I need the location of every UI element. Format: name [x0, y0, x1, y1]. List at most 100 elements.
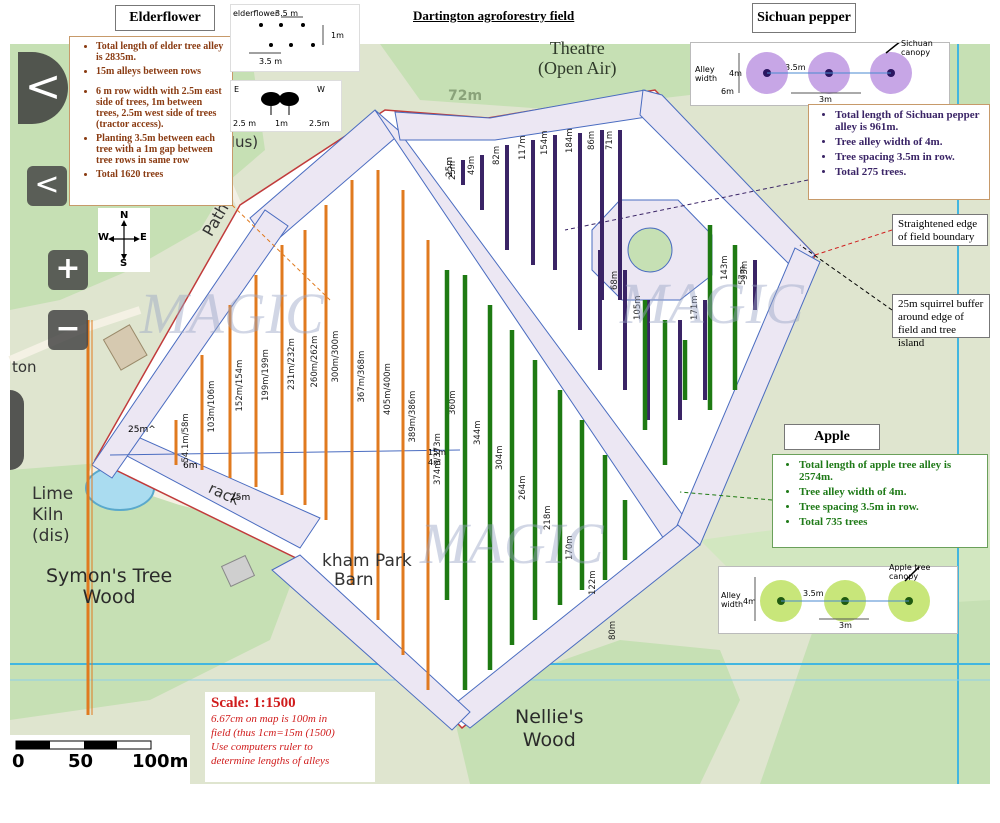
building-barn: [220, 554, 256, 588]
theatre-label: Theatre: [549, 38, 605, 58]
symons-label-2: Wood: [82, 586, 136, 608]
elderflower-west-label: W: [317, 85, 325, 94]
sichuan-canopy-icons: [738, 43, 912, 94]
scale-bar-label-50: 50: [68, 751, 94, 772]
apple-row-label: 122m: [588, 570, 598, 595]
elderflower-row-label: 54.1m/58m: [181, 413, 191, 462]
sichuan-bullet: Tree alley width of 4m.: [835, 136, 983, 148]
scale-bar-label-100: 100m: [132, 751, 189, 772]
sichuan-row-label: 82m: [492, 146, 502, 165]
sichuan-row-east-label: 57m: [738, 266, 748, 285]
scale-line: 6.67cm on map is 100m in: [211, 713, 328, 725]
magic-watermark-1: MAGIC: [140, 281, 324, 346]
sichuan-row-label: 25m: [448, 161, 458, 180]
sichuan-alley-label: Alley width: [695, 65, 718, 83]
apple-callout-arrow: [679, 491, 773, 501]
map-nav-button[interactable]: <: [27, 166, 67, 206]
apple-bullet: Tree spacing 3.5m in row.: [799, 501, 981, 513]
elderflower-row-label: 374m/373m: [433, 433, 443, 485]
zoom-in-button[interactable]: +: [48, 250, 88, 290]
sichuan-spacing-label: 3.5m: [785, 63, 806, 72]
zoom-out-button[interactable]: −: [48, 310, 88, 350]
elderflower-spacing-diagram: elderflower 3.5 m 1m 3.5 m: [230, 4, 360, 72]
apple-row-label: 344m: [473, 420, 483, 445]
elderflower-spacing-top: 3.5 m: [275, 9, 299, 18]
apple-width-label: 4m: [743, 597, 756, 606]
buffer-callout-arrow: [799, 244, 893, 311]
squirrel-buffer-note: 25m squirrel buffer around edge of field…: [892, 294, 990, 349]
elderflower-row-label: 152m/154m: [235, 360, 245, 412]
compass: N S E W: [98, 208, 150, 272]
buffer-label-25a: 25m^: [128, 425, 156, 435]
elderflower-diagram-title: elderflower: [233, 9, 279, 18]
apple-row-label: 264m: [518, 475, 528, 500]
compass-arrows-icon: [108, 220, 140, 260]
sichuan-bullet: Total length of Sichuan pepper alley is …: [835, 109, 983, 133]
scale-line: Use computers ruler to: [211, 741, 313, 753]
map-side-handle[interactable]: [10, 390, 24, 470]
sichuan-row-label: 105m: [633, 295, 643, 320]
scale-line: determine lengths of alleys: [211, 755, 330, 767]
elderflower-bullet: Planting 3.5m between each tree with a 1…: [96, 133, 226, 166]
elderflower-dots: [249, 16, 324, 54]
park-barn-label-2: Barn: [334, 570, 374, 590]
buffer-label-4: 4m: [428, 458, 441, 467]
squirrel-buffer: [91, 89, 821, 731]
elderflower-header: Elderflower: [115, 5, 215, 31]
scale-line: field (thus 1cm=15m (1500): [211, 727, 335, 739]
apple-diagram: Apple tree canopy Alley width 4m 3.5m 3m: [718, 563, 958, 634]
straightened-callout-arrow: [814, 229, 893, 256]
sichuan-width-label: 4m: [729, 69, 742, 78]
magic-watermark-3: MAGIC: [420, 511, 604, 576]
compass-east: E: [140, 232, 147, 243]
apple-row-label: 360m: [448, 390, 458, 415]
elder-callout-arrow: [231, 204, 331, 301]
apple-row-label: 304m: [495, 445, 505, 470]
sichuan-diagram: Sichuan canopy Alley width 4m 6m 3.5m 3m: [690, 39, 950, 106]
apple-bullet: Tree alley width of 4m.: [799, 486, 981, 498]
lime-kiln-label: Lime: [32, 484, 74, 504]
sichuan-row-label: 68m: [610, 271, 620, 290]
apple-alley-label: Alley width: [721, 591, 744, 609]
buffer-label-25b: 25m: [230, 493, 251, 503]
woodland-se: [760, 600, 990, 784]
scale-box: Scale: 1:1500 6.67cm on map is 100m in f…: [205, 692, 375, 782]
apple-header: Apple: [784, 424, 880, 450]
symons-label: Symon's Tree: [46, 565, 173, 587]
scale-bar-graphic: [15, 740, 152, 750]
apple-legend: Total length of apple tree alley is 2574…: [772, 454, 988, 548]
elderflower-row-label: 389m/386m: [408, 391, 418, 443]
compass-north: N: [120, 210, 129, 221]
woodland-north: [380, 44, 700, 110]
compass-west: W: [98, 232, 110, 243]
elderflower-row-label: 231m/232m: [287, 338, 297, 390]
elderflower-canopies: [261, 92, 299, 115]
apple-spacing-label: 3.5m: [803, 589, 824, 598]
apple-row-label: 170m: [565, 535, 575, 560]
scale-bar: 0 50 100m: [10, 735, 190, 785]
building-west: [102, 324, 148, 371]
apple-bullet: Total length of apple tree alley is 2574…: [799, 459, 981, 483]
sichuan-row-label: 71m: [605, 131, 615, 150]
elderflower-bullet: 15m alleys between rows: [96, 66, 226, 77]
elderflower-legend: Total length of elder tree alley is 2835…: [69, 36, 233, 206]
elderflower-gap: 1m: [331, 31, 344, 40]
elderflower-row-label: 260m/262m: [310, 336, 320, 388]
sichuan-three-label: 3m: [819, 95, 832, 104]
straightened-edge-note: Straightened edge of field boundary: [892, 214, 988, 246]
park-barn-label: kham Park: [322, 551, 412, 571]
elderflower-bullet: Total length of elder tree alley is 2835…: [96, 41, 226, 63]
page-title: Dartington agroforestry field: [413, 8, 575, 23]
apple-bullet: Total 735 trees: [799, 516, 981, 528]
elderflower-left-label: 2.5 m: [233, 119, 257, 128]
buffer-label-6: 6m: [183, 461, 198, 471]
elderflower-row-diagram: E W 2.5 m 1m 2.5m: [230, 80, 342, 132]
sichuan-canopy-label: Sichuan canopy: [901, 39, 933, 57]
sichuan-legend: Total length of Sichuan pepper alley is …: [808, 104, 990, 200]
elderflower-right-label: 2.5m: [309, 119, 330, 128]
scale-bar-label-0: 0: [12, 751, 25, 772]
buffer-label-15: 15m: [428, 448, 446, 457]
elderflower-bullet: Total 1620 trees: [96, 169, 226, 180]
ton-label: ton: [12, 358, 37, 376]
